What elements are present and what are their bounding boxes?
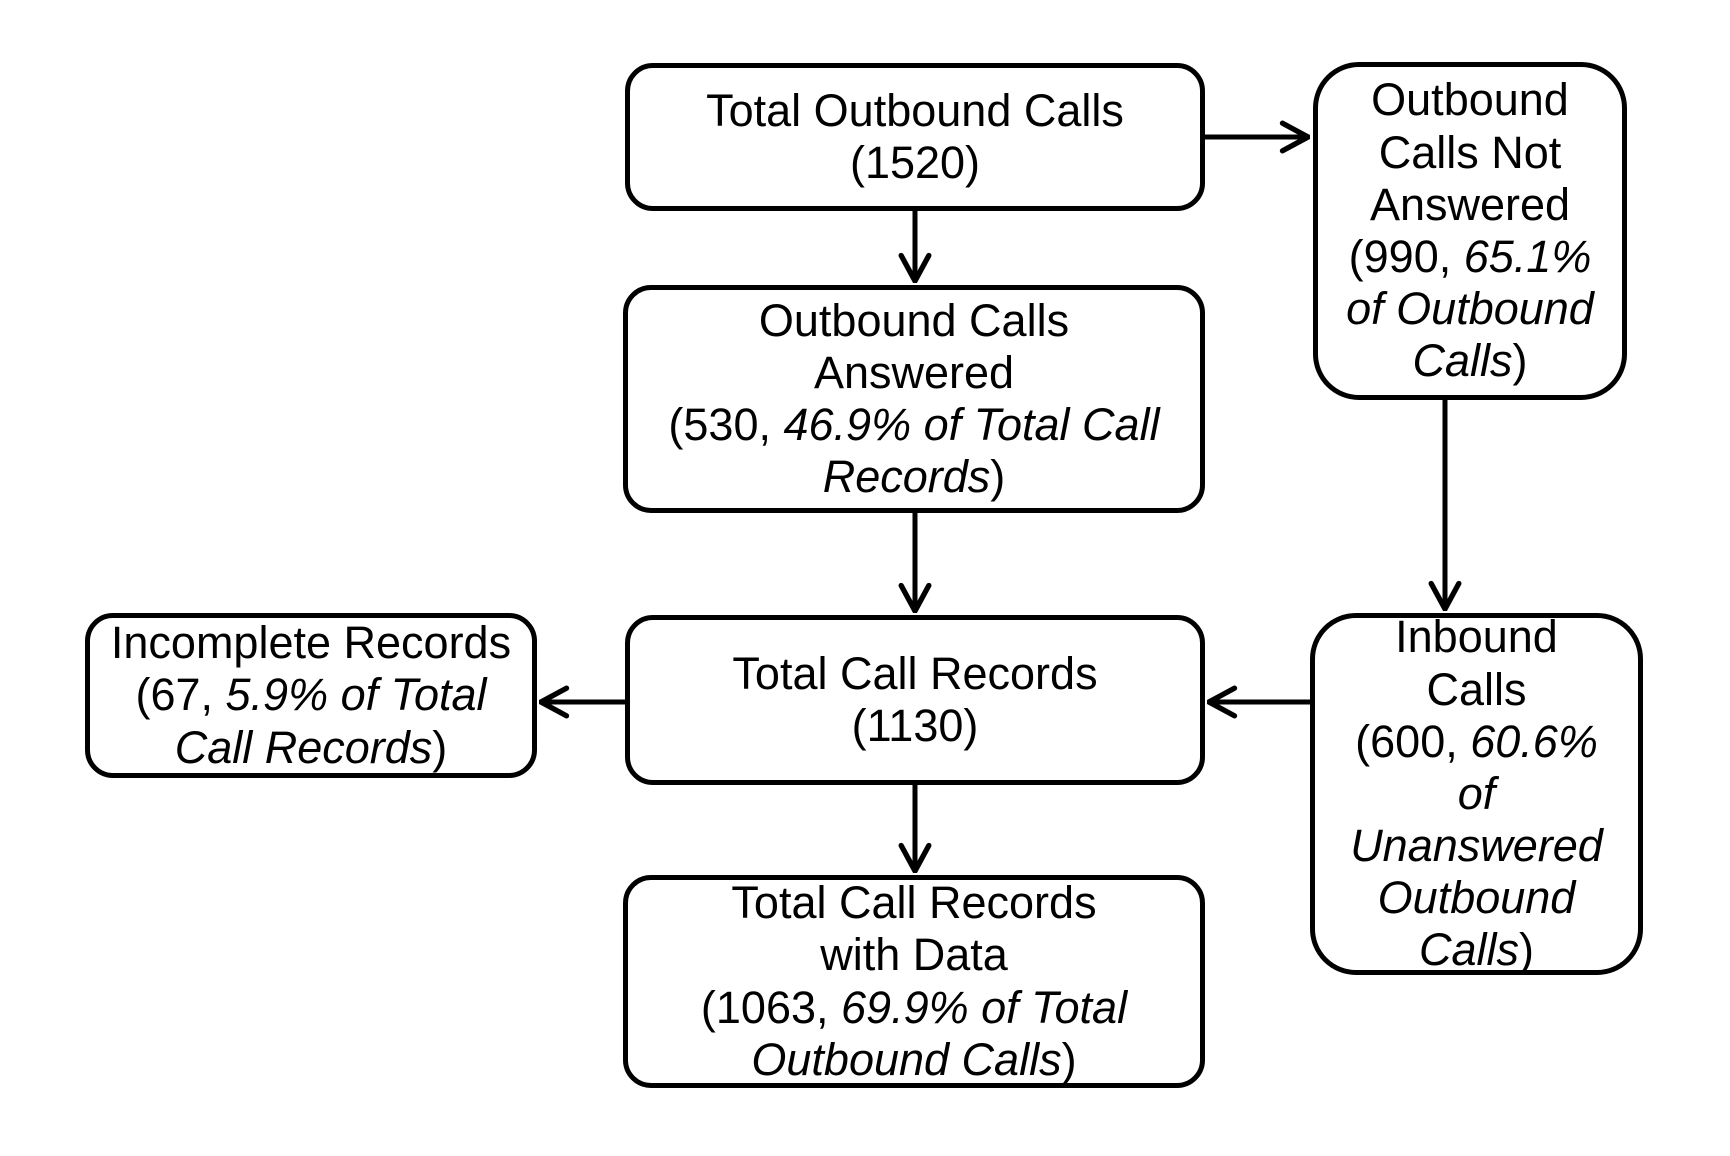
stat-count: (1130) [851, 700, 979, 751]
stat-close-paren: ) [432, 721, 448, 773]
stat-close-paren: ) [990, 451, 1006, 503]
node-title: Outbound Calls Not Answered [1369, 74, 1571, 230]
node-inbound-calls: Inbound Calls (600, 60.6% of Unanswered … [1310, 611, 1643, 977]
node-stat: (1063, 69.9% of Total Outbound Calls) [642, 982, 1186, 1086]
stat-count: (600, [1355, 715, 1471, 767]
node-total-call-records-with-data: Total Call Records with Data (1063, 69.9… [623, 875, 1205, 1088]
stat-close-paren: ) [1061, 1033, 1077, 1085]
node-title: Incomplete Records [110, 617, 512, 669]
stat-count: (1063, [700, 981, 842, 1033]
node-stat: (67, 5.9% of Total Call Records) [96, 669, 526, 773]
stat-close-paren: ) [1519, 924, 1535, 976]
node-total-outbound-calls: Total Outbound Calls (1520) [625, 63, 1205, 211]
node-total-call-records: Total Call Records (1130) [625, 615, 1205, 785]
node-outbound-calls-answered: Outbound Calls Answered (530, 46.9% of T… [623, 285, 1205, 513]
stat-percent: 5.9% of Total Call Records [174, 669, 487, 773]
stat-count: (1520) [849, 137, 981, 188]
node-title: Inbound Calls [1395, 611, 1558, 715]
stat-percent: 65.1% of Outbound Calls [1346, 231, 1594, 387]
stat-percent: 69.9% of Total Outbound Calls [751, 981, 1128, 1085]
node-stat: (530, 46.9% of Total Call Records) [640, 399, 1188, 503]
node-title: Outbound Calls Answered [758, 294, 1070, 398]
stat-count: (67, [135, 669, 226, 721]
node-stat: (990, 65.1% of Outbound Calls) [1342, 231, 1598, 388]
node-title: Total Call Records with Data [731, 877, 1097, 981]
stat-count: (530, [668, 399, 784, 450]
node-title: Total Call Records [732, 647, 1098, 699]
stat-close-paren: ) [1512, 335, 1528, 387]
node-incomplete-records: Incomplete Records (67, 5.9% of Total Ca… [85, 613, 537, 778]
stat-count: (990, [1348, 231, 1464, 282]
node-stat: (1520) [850, 137, 980, 189]
node-stat: (1130) [852, 700, 979, 752]
node-title: Total Outbound Calls [706, 84, 1124, 136]
node-outbound-calls-not-answered: Outbound Calls Not Answered (990, 65.1% … [1313, 62, 1627, 400]
stat-percent: 46.9% of Total Call Records [783, 399, 1160, 503]
stat-percent: 60.6% of Unanswered Outbound Calls [1350, 715, 1603, 976]
node-stat: (600, 60.6% of Unanswered Outbound Calls… [1350, 716, 1603, 977]
